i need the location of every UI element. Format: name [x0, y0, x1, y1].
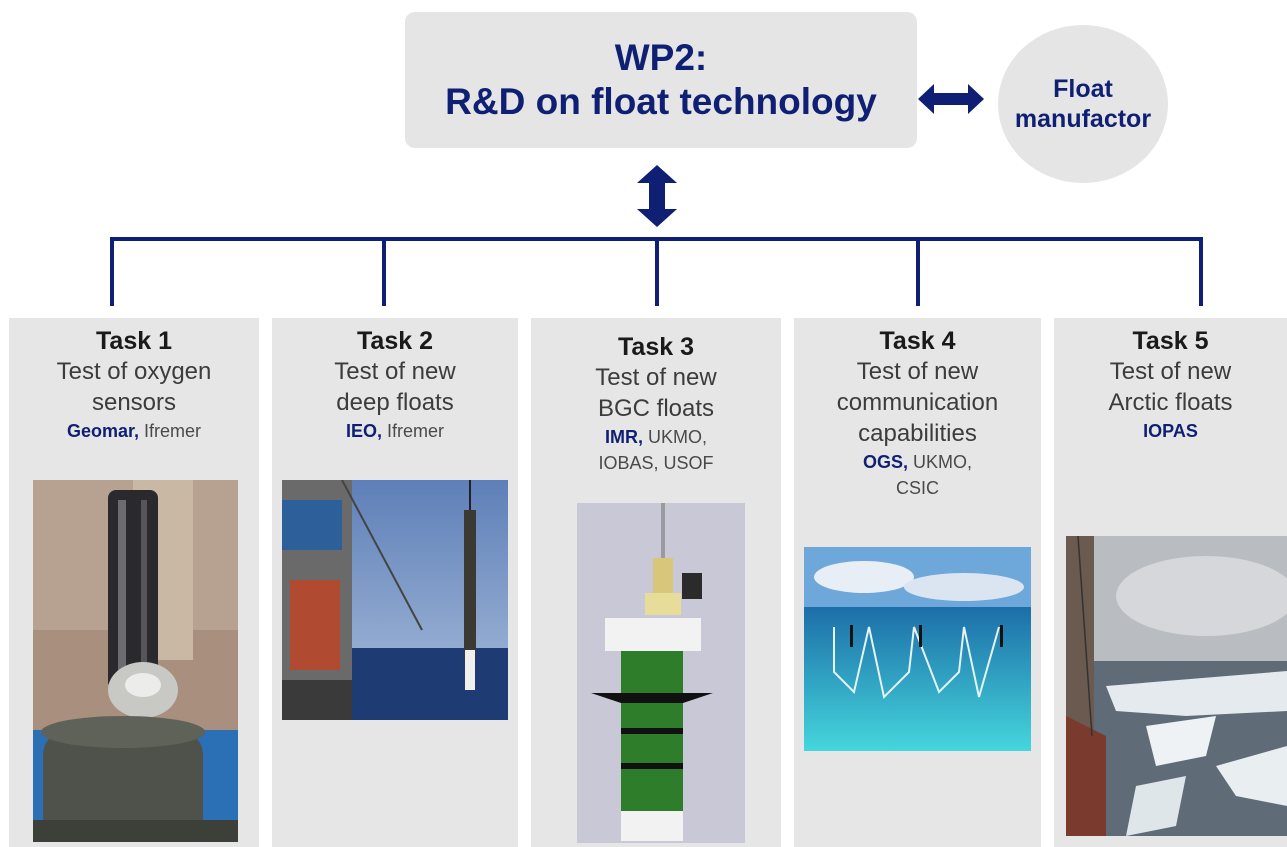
task-desc-line: sensors — [91, 389, 177, 416]
connector-lines — [110, 84, 1203, 306]
task-title: Task 2 — [357, 327, 433, 355]
task-other-orgs: UKMO, — [642, 427, 707, 447]
arctic-ice-photo — [1066, 536, 1287, 836]
task-desc-line: Test of oxygen — [56, 358, 212, 385]
task-desc-line: communication — [836, 389, 999, 416]
task-panel-5: Task 5 Test of new Arctic floats IOPAS — [1054, 318, 1287, 847]
task-other-orgs: Ifremer — [382, 421, 445, 441]
task-panel-2: Task 2 Test of new deep floats IEO, Ifre… — [272, 318, 518, 847]
vertical-double-arrow-icon — [637, 165, 677, 227]
task-other-orgs: UKMO, — [908, 452, 973, 472]
task-orgs: IOPAS — [1054, 418, 1287, 444]
task-desc-line: Arctic floats — [1108, 389, 1233, 416]
task-title: Task 1 — [96, 327, 172, 355]
task-orgs-line2: CSIC — [895, 478, 939, 498]
wp2-subtitle: R&D on float technology — [445, 81, 877, 122]
task-desc-line: capabilities — [858, 420, 977, 447]
deep-float-deployment-photo — [282, 480, 508, 720]
task-orgs-line2: IOBAS, USOF — [598, 453, 714, 473]
task-desc-line: Test of new — [1109, 358, 1232, 385]
task-orgs: OGS, UKMO, — [794, 449, 1041, 475]
task-desc-line: deep floats — [336, 389, 454, 416]
task-lead-org: IMR, — [604, 427, 643, 447]
task-title: Task 3 — [618, 333, 694, 361]
task-lead-org: IEO, — [345, 421, 382, 441]
wp2-title: WP2: — [614, 37, 708, 78]
manufacturer-line1: Float — [1053, 75, 1113, 103]
task-orgs: IEO, Ifremer — [272, 418, 518, 444]
task-title: Task 5 — [1132, 327, 1209, 355]
task-panel-4: Task 4 Test of new communication capabil… — [794, 318, 1041, 847]
task-orgs: IMR, UKMO, — [531, 424, 781, 450]
task-desc-line: BGC floats — [597, 395, 715, 422]
float-manufacturer-circle: Float manufactor — [998, 25, 1168, 183]
task-desc-line: Test of new — [595, 364, 717, 391]
task-desc-line: Test of new — [334, 358, 456, 385]
bgc-float-render-image — [577, 503, 745, 843]
communication-diagram-image — [804, 547, 1031, 751]
task-lead-org: IOPAS — [1143, 421, 1198, 441]
task-lead-org: OGS, — [862, 452, 908, 472]
oxygen-sensor-photo — [33, 480, 238, 842]
task-lead-org: Geomar, — [66, 421, 140, 441]
task-panel-1: Task 1 Test of oxygen sensors Geomar, If… — [9, 318, 259, 847]
task-desc-line: Test of new — [856, 358, 979, 385]
task-panel-3: Task 3 Test of new BGC floats IMR, UKMO,… — [531, 318, 781, 847]
wp2-box: WP2: R&D on float technology — [405, 12, 917, 148]
horizontal-double-arrow-icon — [918, 84, 984, 114]
task-orgs: Geomar, Ifremer — [9, 418, 259, 444]
task-other-orgs: Ifremer — [139, 421, 202, 441]
manufacturer-line2: manufactor — [1014, 105, 1152, 133]
task-title: Task 4 — [879, 327, 956, 355]
